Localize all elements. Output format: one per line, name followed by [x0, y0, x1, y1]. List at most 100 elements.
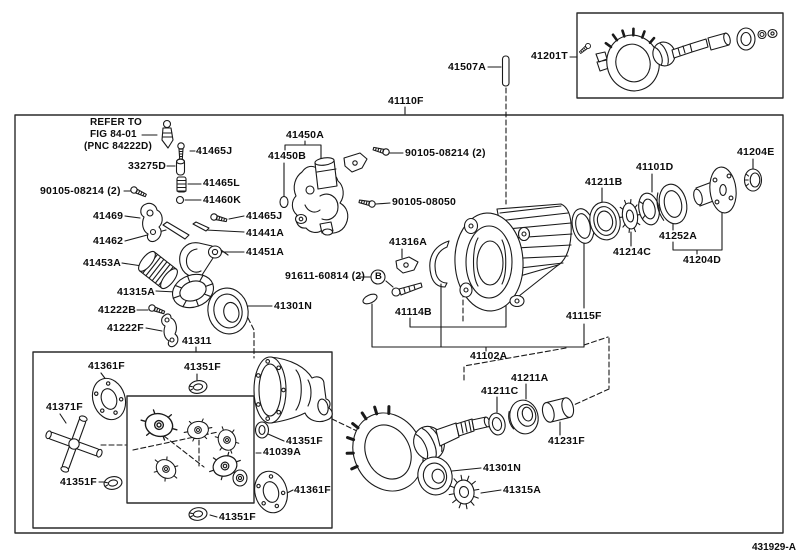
pin-41441A-drawing [192, 221, 210, 232]
rod-41462-drawing [162, 221, 190, 240]
inset-box-differential [32, 351, 333, 529]
part-label-33275D[interactable]: 33275D [128, 160, 166, 172]
drive-pinion-drawing [413, 416, 491, 461]
flange-41204D-drawing [693, 166, 737, 214]
washer-41214C-drawing [619, 198, 641, 234]
part-label-41462[interactable]: 41462 [93, 235, 124, 247]
part-label-41214C[interactable]: 41214C [613, 246, 651, 258]
part-label-41204D[interactable]: 41204D [683, 254, 721, 266]
part-label-41311[interactable]: 41311 [182, 335, 212, 347]
bolt-90105-08214-center [372, 144, 391, 157]
part-label-41114B[interactable]: 41114B [395, 306, 432, 318]
ring-gear-drawing [345, 405, 424, 492]
part-label-41465J-1[interactable]: 41465J [196, 145, 233, 157]
part-label-41301N-bottom[interactable]: 41301N [483, 462, 521, 474]
part-label-41039A[interactable]: 41039A [263, 446, 301, 458]
part-label-90105-08214-left[interactable]: 90105-08214 (2) [40, 185, 121, 197]
part-label-41361F-br[interactable]: 41361F [294, 484, 331, 496]
refer-note-line1: REFER TO [90, 117, 142, 128]
gear-set-drawing [137, 406, 248, 487]
cap-41351F-tc-drawing [187, 378, 209, 396]
part-label-41507A[interactable]: 41507A [448, 61, 486, 73]
oval-pin-drawing [362, 293, 378, 305]
part-label-90105-08214-center[interactable]: 90105-08214 (2) [405, 147, 486, 159]
part-label-41315A-left[interactable]: 41315A [117, 286, 155, 298]
bolt-90105-08214-left [129, 185, 148, 199]
spider-41371F-drawing [45, 415, 103, 473]
part-label-41465L[interactable]: 41465L [203, 177, 240, 189]
flange-41361F-br-drawing [249, 467, 293, 517]
part-label-41453A[interactable]: 41453A [83, 257, 121, 269]
bearing-41301N-center-drawing [207, 287, 249, 335]
spacer-41231F-drawing [541, 397, 575, 423]
part-label-41102A[interactable]: 41102A [470, 350, 508, 362]
inset-ring-gear-pinion-drawing [577, 27, 778, 92]
part-label-41450B[interactable]: 41450B [268, 150, 306, 162]
part-label-41101D[interactable]: 41101D [636, 161, 674, 173]
part-label-41211B[interactable]: 41211B [585, 176, 623, 188]
part-label-41301N-center[interactable]: 41301N [274, 300, 312, 312]
cap-41351F-mid-drawing [254, 421, 270, 439]
washer-41315A-bottom-drawing [448, 474, 480, 510]
part-label-41450A[interactable]: 41450A [286, 129, 324, 141]
part-label-41204E[interactable]: 41204E [737, 146, 775, 158]
bolt-41465J-mid [209, 212, 228, 225]
actuator-41450-drawing [279, 152, 368, 236]
inset-box-ring-pinion [576, 12, 784, 99]
part-label-41351F-mid[interactable]: 41351F [286, 435, 323, 447]
nut-41204E-drawing [743, 168, 763, 192]
bearing-41211B-drawing [589, 201, 621, 241]
part-label-41351F-tc[interactable]: 41351F [184, 361, 221, 373]
bolt-90105-08050-drawing [358, 197, 377, 209]
bolt-ref-symbol: B [375, 271, 382, 282]
bearing-41211A-drawing [508, 399, 539, 435]
part-label-41211A[interactable]: 41211A [511, 372, 549, 384]
bolt-symbol-circle [370, 269, 386, 285]
part-label-41315A-bottom[interactable]: 41315A [503, 484, 541, 496]
figure-code: 431929-A [752, 542, 796, 553]
part-label-41211C[interactable]: 41211C [481, 385, 519, 397]
part-label-41465J-2[interactable]: 41465J [246, 210, 283, 222]
bearing-41453A-drawing [138, 250, 178, 290]
lever-41222F-drawing [161, 313, 179, 348]
washer-41211C-drawing [488, 412, 506, 436]
part-label-41371F[interactable]: 41371F [46, 401, 83, 413]
bearing-41301N-bottom-drawing [417, 456, 453, 496]
cap-41351F-left-drawing [102, 474, 124, 492]
clamp-41316A-drawing [395, 256, 419, 274]
part-label-41469[interactable]: 41469 [93, 210, 124, 222]
part-label-41231F[interactable]: 41231F [548, 435, 585, 447]
part-label-41222F[interactable]: 41222F [107, 322, 144, 334]
part-label-41460K[interactable]: 41460K [203, 194, 241, 206]
part-label-41110F[interactable]: 41110F [388, 95, 424, 107]
refer-note-line2: FIG 84-01 [90, 129, 137, 140]
flange-41361F-tl-drawing [86, 373, 132, 425]
ring-41315A-left-drawing [171, 273, 215, 309]
refer-note-line3: (PNC 84222D) [84, 141, 152, 152]
part-label-41451A[interactable]: 41451A [246, 246, 284, 258]
part-label-41115F[interactable]: 41115F [566, 310, 602, 322]
part-label-41351F-bot[interactable]: 41351F [219, 511, 256, 523]
dashed-leader-lines [100, 87, 610, 468]
diff-case-drawing [253, 356, 333, 424]
main-figure-box [14, 114, 784, 534]
ball-41460K-drawing [175, 195, 185, 205]
part-label-41361F-tl[interactable]: 41361F [88, 360, 125, 372]
part-label-41201T[interactable]: 41201T [531, 50, 568, 62]
fork-41451A-drawing [179, 242, 229, 278]
deflector-guide-drawing [429, 240, 450, 288]
carrier-housing-drawing [454, 203, 573, 312]
slinger-41252A-drawing [656, 183, 688, 225]
part-label-41222B[interactable]: 41222B [98, 304, 136, 316]
part-label-90105-08050[interactable]: 90105-08050 [392, 196, 457, 208]
seal-41101D-drawing [638, 192, 660, 226]
cap-41351F-bot-drawing [187, 505, 209, 523]
part-label-41351F-left[interactable]: 41351F [60, 476, 97, 488]
bolt-41465J-top [177, 142, 185, 160]
part-label-41252A[interactable]: 41252A [659, 230, 697, 242]
part-label-91611-60814[interactable]: 91611-60814 (2) [285, 270, 366, 282]
part-label-41441A[interactable]: 41441A [246, 227, 284, 239]
part-label-41316A[interactable]: 41316A [389, 236, 427, 248]
bolt-41114B-drawing [391, 282, 423, 297]
